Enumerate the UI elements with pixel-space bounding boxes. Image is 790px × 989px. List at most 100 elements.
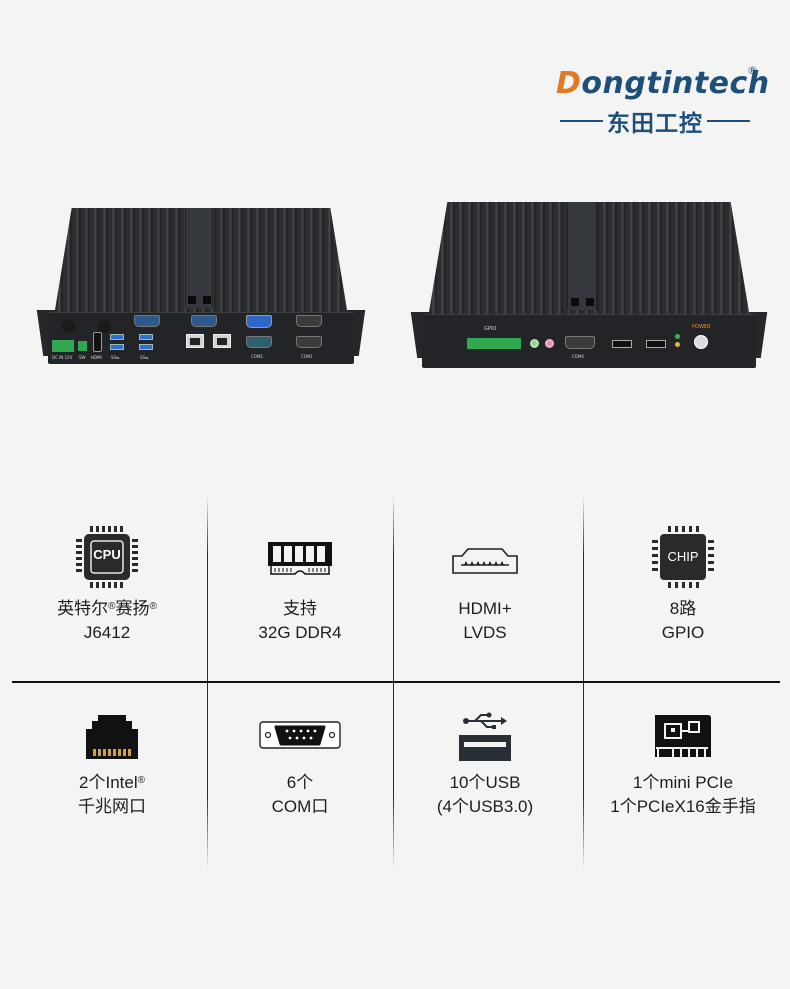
feature-memory: 支持 32G DDR4 — [205, 525, 395, 645]
vga-port — [246, 315, 272, 328]
feature-display-text: HDMI+ LVDS — [390, 597, 580, 645]
label-sw: SW — [79, 355, 86, 360]
cpu-family: 赛扬 — [115, 599, 150, 618]
display-output-1: HDMI+ — [458, 599, 512, 618]
antenna-hole — [98, 320, 111, 333]
heatsink-center-cover — [567, 202, 597, 310]
gpio-terminal-block — [467, 338, 521, 349]
brand-name-rest: ongtintech — [581, 66, 770, 101]
feature-gpio-text: 8路 GPIO — [588, 597, 778, 645]
cpu-model: J6412 — [83, 623, 131, 642]
heatsink-center-cover — [185, 208, 213, 308]
dc-in-terminal — [52, 340, 74, 352]
front-io-panel: DC IN 12V SW HDMI SS⇆ SS⇆ COM2 COM1 — [48, 312, 354, 364]
usb3-port — [110, 344, 124, 350]
feature-usb-text: 10个USB (4个USB3.0) — [390, 771, 580, 819]
gpio-label: GPIO — [661, 623, 705, 642]
com1-port — [296, 336, 322, 348]
ethernet-count: 2个Intel — [79, 773, 138, 792]
chip-icon-label: CHIP — [667, 549, 699, 564]
gpio-count: 8路 — [669, 599, 697, 618]
usb-port-icon — [457, 711, 513, 763]
feature-pcie: 1个mini PCIe 1个PCIeX16金手指 — [588, 711, 778, 819]
cpu-chip-icon: CPU — [75, 525, 139, 589]
logo-divider-left — [560, 120, 603, 122]
status-led-yellow — [675, 342, 680, 347]
usb-count: 10个USB — [449, 773, 521, 792]
status-led-green — [675, 334, 680, 339]
feature-memory-text: 支持 32G DDR4 — [205, 597, 395, 645]
memory-capacity: 32G DDR4 — [258, 623, 342, 642]
registered-mark: ® — [108, 601, 116, 612]
cpu-brand: 英特尔 — [57, 599, 109, 618]
lan-port — [186, 334, 204, 348]
lan-port — [213, 334, 231, 348]
feature-cpu-text: 英特尔®赛扬® J6412 — [12, 597, 202, 645]
audio-out-jack — [530, 339, 539, 348]
feature-pcie-text: 1个mini PCIe 1个PCIeX16金手指 — [588, 771, 778, 819]
label-power: POWER — [692, 324, 711, 330]
feature-serial: 6个 COM口 — [205, 711, 395, 819]
vent — [188, 296, 196, 304]
grid-divider-horizontal — [12, 681, 780, 683]
display-output-2: LVDS — [463, 623, 507, 642]
feature-cpu: CPU 英特尔®赛扬® J6412 — [12, 525, 202, 645]
com5-port — [134, 315, 160, 327]
ethernet-speed: 千兆网口 — [78, 797, 146, 816]
ram-module-icon — [267, 525, 333, 589]
label-dc-in: DC IN 12V — [52, 355, 73, 360]
switch-terminal — [78, 341, 87, 351]
brand-name-en: Dongtintech — [556, 66, 770, 101]
usb3-count: (4个USB3.0) — [436, 797, 534, 816]
feature-grid: CPU 英特尔®赛扬® J6412 支持 32G DDR4 — [0, 495, 790, 870]
mic-in-jack — [545, 339, 554, 348]
usb3-port — [139, 334, 153, 340]
com4-port — [565, 336, 595, 349]
com3-port — [191, 315, 217, 327]
serial-port-icon — [259, 711, 341, 763]
usb3-port — [139, 344, 153, 350]
label-usb3: SS⇆ — [111, 355, 120, 360]
feature-ethernet: 2个Intel® 千兆网口 — [17, 711, 207, 819]
rear-io-panel: GPIO COM4 POWER — [422, 314, 756, 368]
brand-logo: Dongtintech ® 东田工控 — [556, 64, 769, 142]
pcie-x16-count: 1个PCIeX16金手指 — [610, 797, 756, 816]
label-gpio: GPIO — [484, 326, 497, 332]
feature-display: HDMI+ LVDS — [390, 525, 580, 645]
label-com1: COM1 — [301, 354, 313, 359]
registered-mark: ® — [137, 775, 145, 786]
label-com2: COM2 — [251, 354, 263, 359]
ethernet-port-icon — [84, 711, 140, 763]
serial-label: COM口 — [271, 797, 329, 816]
com2-port — [246, 336, 272, 348]
memory-support-label: 支持 — [283, 599, 317, 618]
com6-port — [296, 315, 322, 327]
label-com4: COM4 — [572, 354, 584, 359]
brand-name-cn: 东田工控 — [607, 111, 703, 137]
brand-initial: D — [556, 66, 582, 101]
cpu-icon-label: CPU — [93, 547, 121, 562]
mini-pcie-count: 1个mini PCIe — [632, 773, 734, 792]
logo-divider-right — [707, 120, 750, 122]
vent — [586, 298, 594, 306]
usb3-port — [110, 334, 124, 340]
label-hdmi: HDMI — [91, 355, 102, 360]
pcie-card-icon — [653, 711, 713, 763]
feature-serial-text: 6个 COM口 — [205, 771, 395, 819]
device-front-view: DC IN 12V SW HDMI SS⇆ SS⇆ COM2 COM1 — [36, 208, 366, 368]
feature-ethernet-text: 2个Intel® 千兆网口 — [17, 771, 207, 819]
vent — [571, 298, 579, 306]
serial-count: 6个 — [286, 773, 314, 792]
feature-gpio: CHIP 8路 GPIO — [588, 525, 778, 645]
device-rear-view: GPIO COM4 POWER — [410, 202, 768, 370]
hdmi-port-icon — [452, 525, 518, 589]
usb-port — [646, 340, 666, 348]
registered-mark: ® — [747, 64, 758, 77]
gpio-chip-icon: CHIP — [651, 525, 715, 589]
usb-port — [612, 340, 632, 348]
power-button — [694, 335, 708, 349]
hdmi-port — [93, 332, 102, 352]
antenna-hole — [62, 320, 75, 333]
brand-name-cn-row: 东田工控 — [560, 108, 750, 137]
feature-usb: 10个USB (4个USB3.0) — [390, 711, 580, 819]
